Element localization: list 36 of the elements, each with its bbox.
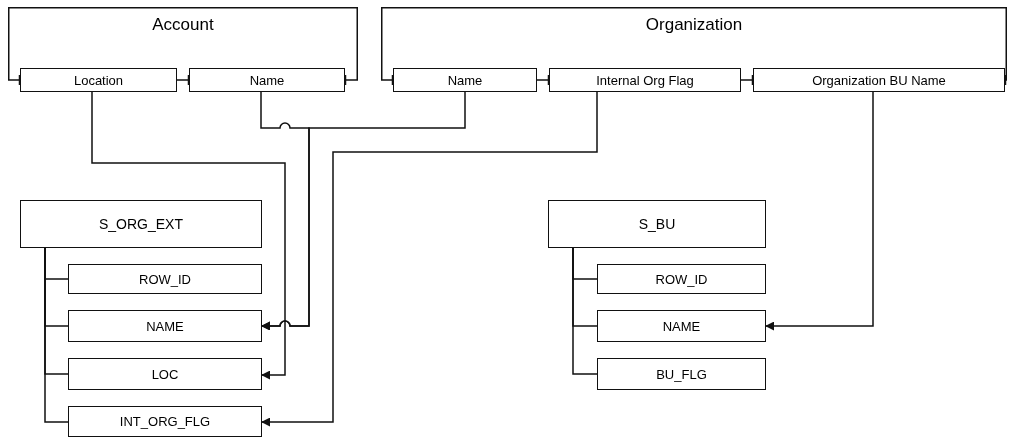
column-box <box>68 310 262 342</box>
arrow <box>765 91 874 331</box>
field-name: NAME <box>662 318 701 334</box>
field-name: ROW_ID <box>655 271 708 287</box>
connector-line <box>572 247 598 375</box>
field-box <box>189 68 345 92</box>
arrow <box>261 91 598 427</box>
arrow <box>91 91 286 380</box>
field-name: BU_FLG <box>656 366 707 382</box>
field-box <box>393 68 537 92</box>
table-box <box>20 200 262 248</box>
column-box <box>597 264 766 294</box>
connector-line <box>44 247 69 423</box>
table-name: S_BU <box>638 216 676 232</box>
field-name: Name <box>249 72 285 88</box>
field-name: Internal Org Flag <box>596 72 694 88</box>
field-box <box>753 68 1005 92</box>
field-name: ROW_ID <box>139 271 191 287</box>
arrow <box>261 91 466 331</box>
field-box <box>549 68 741 92</box>
column-box <box>68 358 262 390</box>
field-name: LOC <box>151 366 179 382</box>
entity-title: Account <box>152 15 214 35</box>
field-name: Organization BU Name <box>812 72 946 88</box>
field-name: INT_ORG_FLG <box>119 414 211 429</box>
field-box <box>20 68 177 92</box>
column-box <box>597 358 766 390</box>
field-name: Name <box>447 72 483 88</box>
entity-title: Organization <box>645 15 743 35</box>
table-name: S_ORG_EXT <box>99 216 183 232</box>
column-box <box>597 310 766 342</box>
column-box <box>68 264 262 294</box>
field-name: Location <box>73 72 124 88</box>
column-box <box>68 406 262 437</box>
field-name: NAME <box>146 318 184 334</box>
table-box <box>548 200 766 248</box>
